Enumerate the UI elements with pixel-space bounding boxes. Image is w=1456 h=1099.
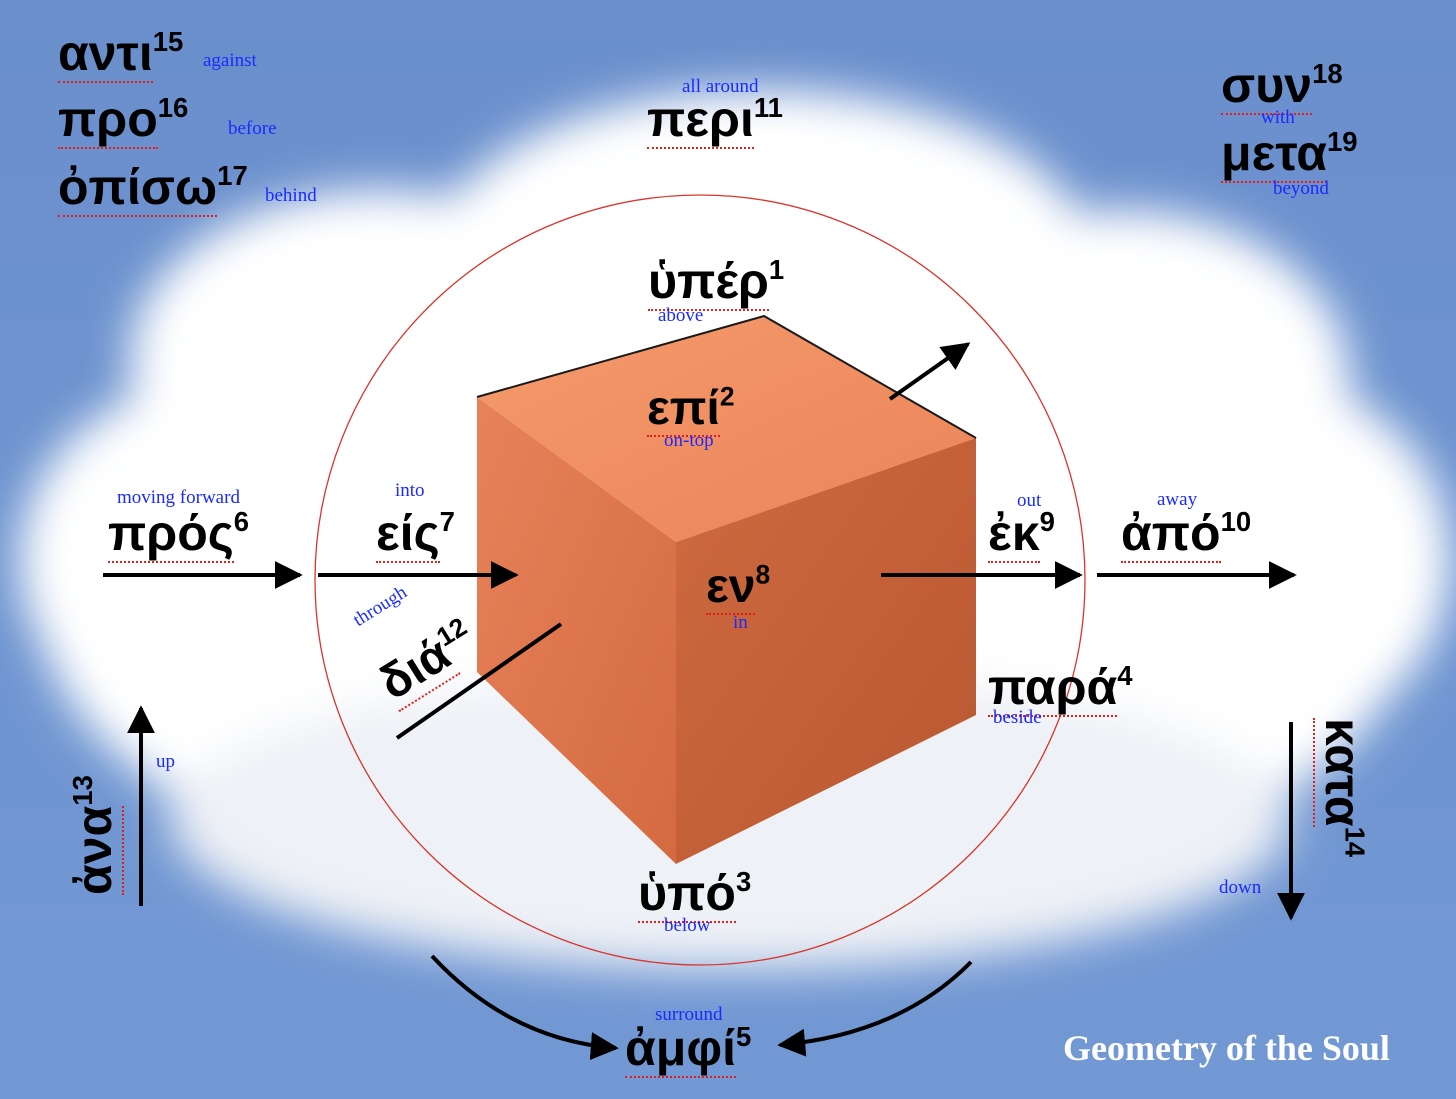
- arrow-outward: [888, 342, 971, 401]
- gloss-epi: on-top: [664, 430, 714, 451]
- gloss-en: in: [733, 612, 748, 633]
- prep-pro: προ16: [58, 91, 189, 149]
- prep-pros: πρός6: [108, 505, 250, 563]
- gloss-pro: before: [228, 118, 277, 139]
- arrow-amphi-right: [777, 960, 973, 1057]
- prep-anti: αντι15: [58, 25, 184, 83]
- gloss-kata: down: [1219, 877, 1262, 898]
- arrows: [103, 342, 1305, 1061]
- prep-syn: συν18: [1221, 57, 1343, 115]
- gloss-opiso: behind: [265, 185, 317, 206]
- prep-ana: ἀνα13: [66, 775, 124, 895]
- peri-circle: [314, 194, 1086, 966]
- cube-side-face: [676, 438, 976, 864]
- prep-epi: επί2: [647, 381, 735, 437]
- prep-apo: ἀπό10: [1121, 505, 1252, 563]
- prep-hypo: ὑπό3: [638, 865, 752, 923]
- gloss-pros: moving forward: [117, 487, 240, 508]
- line-dia: [395, 622, 563, 740]
- gloss-ana: up: [156, 751, 175, 772]
- prep-para: παρά4: [988, 659, 1133, 717]
- gloss-eis: into: [395, 480, 425, 501]
- gloss-hyper: above: [658, 305, 704, 326]
- prep-peri: περι11: [647, 91, 783, 149]
- gloss-ek: out: [1017, 490, 1042, 511]
- gloss-hypo: below: [664, 915, 711, 936]
- cube-top-face: [477, 316, 976, 542]
- gloss-syn: with: [1261, 107, 1295, 128]
- prep-ek: ἐκ9: [988, 505, 1055, 563]
- brand-title: Geometry of the Soul: [1063, 1028, 1390, 1068]
- gloss-anti: against: [203, 50, 257, 71]
- gloss-para: beside: [993, 707, 1042, 728]
- prep-amphi: ἀμφί5: [625, 1020, 752, 1078]
- gloss-meta: beyond: [1273, 178, 1329, 199]
- arrow-amphi-left: [430, 954, 619, 1061]
- prep-opiso: ὀπίσω17: [58, 159, 248, 217]
- cube: [476, 314, 977, 864]
- prep-en: εν8: [706, 559, 771, 615]
- gloss-peri: all around: [682, 76, 759, 97]
- gloss-apo: away: [1157, 489, 1198, 510]
- prep-meta: μετα19: [1221, 125, 1358, 183]
- prep-hyper: ὑπέρ1: [648, 253, 785, 311]
- gloss-amphi: surround: [655, 1004, 723, 1025]
- prep-kata: κατα14: [1313, 718, 1371, 858]
- prep-eis: είς7: [376, 505, 455, 563]
- cube-front-face: [477, 397, 676, 864]
